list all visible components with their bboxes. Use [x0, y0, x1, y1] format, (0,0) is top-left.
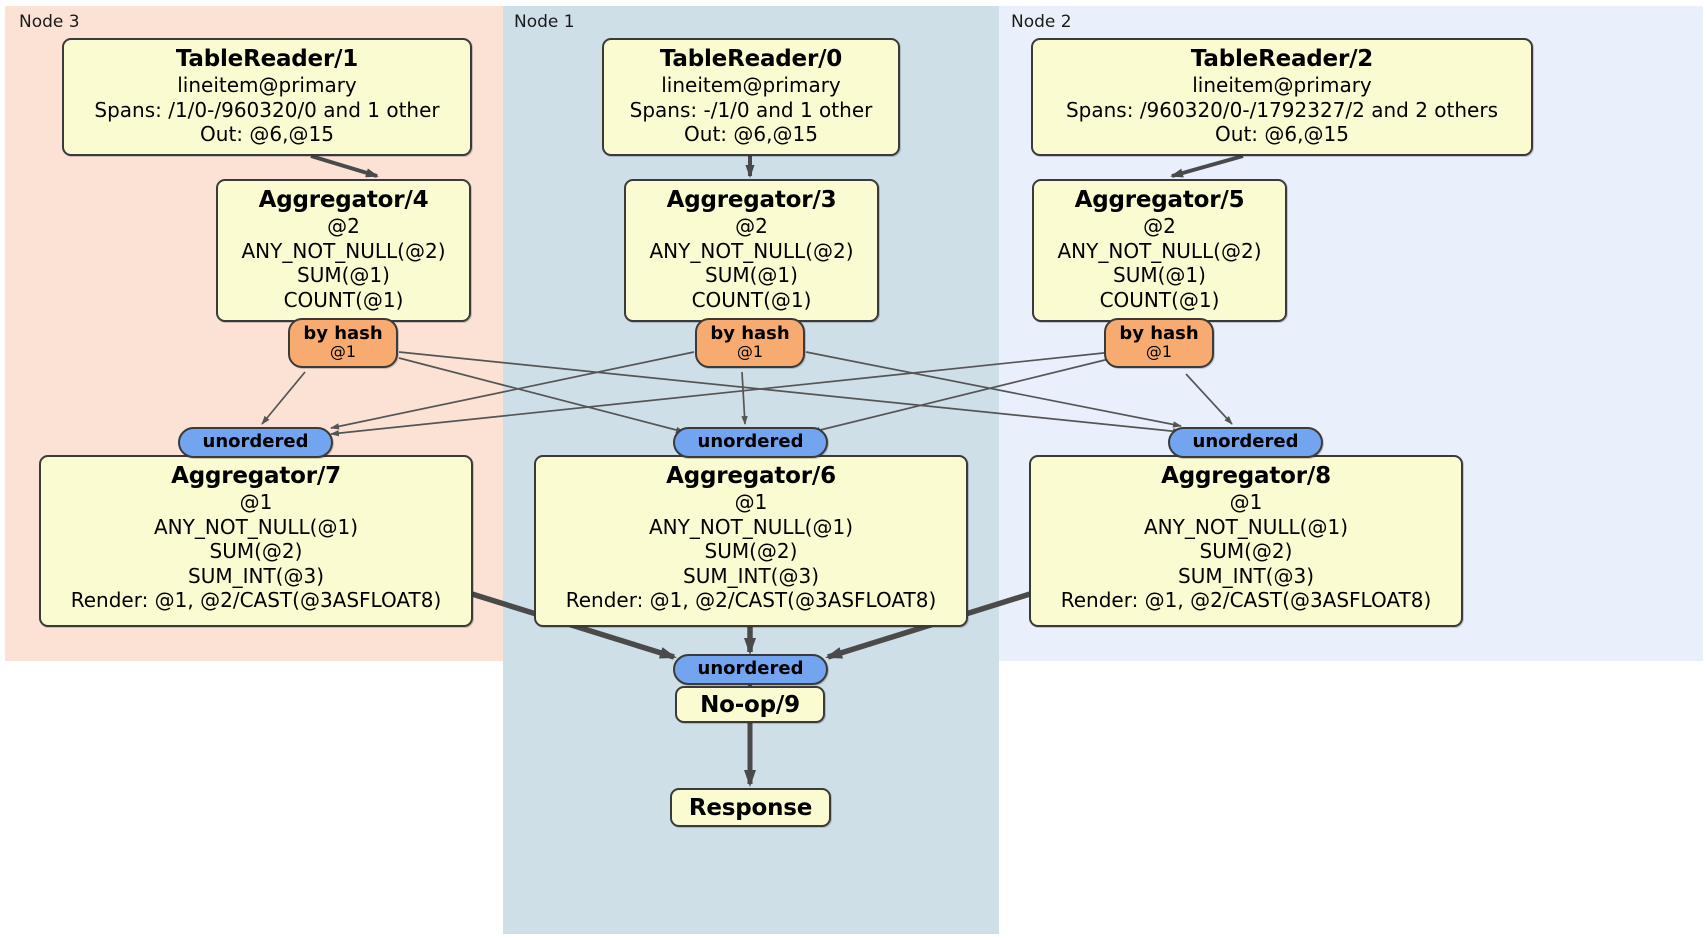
- processor-aggregator-4[interactable]: Aggregator/4 @2 ANY_NOT_NULL(@2) SUM(@1)…: [216, 179, 471, 322]
- region-node-3-label: Node 3: [19, 12, 80, 32]
- processor-title: Aggregator/7: [171, 463, 341, 489]
- router-label: by hash: [1119, 323, 1199, 345]
- processor-detail-line: COUNT(@1): [691, 287, 812, 312]
- processor-detail-line: @2: [327, 214, 360, 239]
- processor-detail-line: @1: [239, 490, 273, 515]
- processor-aggregator-7[interactable]: Aggregator/7 @1 ANY_NOT_NULL(@1) SUM(@2)…: [39, 455, 473, 627]
- router-column: @1: [329, 342, 357, 362]
- processor-detail-line: SUM(@2): [704, 539, 798, 564]
- processor-title: Aggregator/3: [666, 187, 837, 213]
- processor-title: TableReader/0: [659, 46, 843, 72]
- region-node-2-label: Node 2: [1011, 12, 1072, 32]
- synchronizer-unordered-final[interactable]: unordered: [673, 654, 828, 685]
- processor-detail-line: SUM_INT(@3): [188, 563, 324, 588]
- processor-detail-line: Out: @6,@15: [684, 122, 818, 147]
- synchronizer-label: unordered: [697, 658, 804, 680]
- processor-detail-line: ANY_NOT_NULL(@1): [1144, 514, 1348, 539]
- processor-detail-line: lineitem@primary: [177, 73, 357, 98]
- processor-title: Response: [688, 795, 813, 821]
- processor-detail-line: ANY_NOT_NULL(@2): [649, 238, 854, 263]
- processor-detail-line: SUM(@1): [297, 263, 390, 288]
- router-by-hash-aggregator-4[interactable]: by hash @1: [288, 318, 398, 368]
- processor-title: Aggregator/8: [1161, 463, 1331, 489]
- processor-table-reader-0[interactable]: TableReader/0 lineitem@primary Spans: -/…: [602, 38, 900, 156]
- processor-detail-line: Spans: -/1/0 and 1 other: [629, 97, 873, 122]
- synchronizer-unordered-aggregator-7[interactable]: unordered: [178, 427, 333, 458]
- synchronizer-unordered-aggregator-8[interactable]: unordered: [1168, 427, 1323, 458]
- processor-title: No-op/9: [700, 692, 800, 718]
- processor-title: TableReader/1: [175, 46, 359, 72]
- processor-title: Aggregator/4: [258, 187, 429, 213]
- router-label: by hash: [303, 323, 383, 345]
- processor-aggregator-6[interactable]: Aggregator/6 @1 ANY_NOT_NULL(@1) SUM(@2)…: [534, 455, 968, 627]
- processor-detail-line: Spans: /1/0-/960320/0 and 1 other: [94, 97, 440, 122]
- processor-noop-9[interactable]: No-op/9: [675, 686, 825, 723]
- processor-detail-line: COUNT(@1): [1099, 287, 1220, 312]
- processor-aggregator-5[interactable]: Aggregator/5 @2 ANY_NOT_NULL(@2) SUM(@1)…: [1032, 179, 1287, 322]
- processor-detail-line: ANY_NOT_NULL(@1): [154, 514, 358, 539]
- processor-aggregator-3[interactable]: Aggregator/3 @2 ANY_NOT_NULL(@2) SUM(@1)…: [624, 179, 879, 322]
- processor-aggregator-8[interactable]: Aggregator/8 @1 ANY_NOT_NULL(@1) SUM(@2)…: [1029, 455, 1463, 627]
- processor-detail-line: ANY_NOT_NULL(@2): [1057, 238, 1262, 263]
- synchronizer-label: unordered: [1192, 431, 1299, 453]
- router-column: @1: [1145, 342, 1173, 362]
- processor-detail-line: @2: [735, 214, 768, 239]
- processor-detail-line: SUM_INT(@3): [1178, 563, 1314, 588]
- processor-detail-line: @2: [1143, 214, 1176, 239]
- processor-detail-line: COUNT(@1): [283, 287, 404, 312]
- router-column: @1: [736, 342, 764, 362]
- processor-render-line: Render: @1, @2/CAST(@3ASFLOAT8): [70, 588, 442, 613]
- processor-table-reader-1[interactable]: TableReader/1 lineitem@primary Spans: /1…: [62, 38, 472, 156]
- processor-detail-line: ANY_NOT_NULL(@1): [649, 514, 853, 539]
- processor-detail-line: SUM(@1): [1113, 263, 1206, 288]
- processor-title: Aggregator/5: [1074, 187, 1245, 213]
- processor-detail-line: SUM(@1): [705, 263, 798, 288]
- processor-detail-line: SUM_INT(@3): [683, 563, 819, 588]
- router-by-hash-aggregator-3[interactable]: by hash @1: [695, 318, 805, 368]
- processor-title: TableReader/2: [1190, 46, 1374, 72]
- region-node-1-label: Node 1: [514, 12, 575, 32]
- processor-detail-line: lineitem@primary: [661, 73, 841, 98]
- synchronizer-label: unordered: [697, 431, 804, 453]
- processor-detail-line: Out: @6,@15: [1215, 122, 1349, 147]
- router-by-hash-aggregator-5[interactable]: by hash @1: [1104, 318, 1214, 368]
- processor-detail-line: lineitem@primary: [1192, 73, 1372, 98]
- processor-table-reader-2[interactable]: TableReader/2 lineitem@primary Spans: /9…: [1031, 38, 1533, 156]
- processor-detail-line: Out: @6,@15: [200, 122, 334, 147]
- processor-render-line: Render: @1, @2/CAST(@3ASFLOAT8): [565, 588, 937, 613]
- processor-response[interactable]: Response: [670, 788, 831, 827]
- processor-render-line: Render: @1, @2/CAST(@3ASFLOAT8): [1060, 588, 1432, 613]
- router-label: by hash: [710, 323, 790, 345]
- processor-detail-line: ANY_NOT_NULL(@2): [241, 238, 446, 263]
- synchronizer-unordered-aggregator-6[interactable]: unordered: [673, 427, 828, 458]
- processor-detail-line: @1: [734, 490, 768, 515]
- synchronizer-label: unordered: [202, 431, 309, 453]
- processor-title: Aggregator/6: [666, 463, 836, 489]
- processor-detail-line: Spans: /960320/0-/1792327/2 and 2 others: [1065, 97, 1498, 122]
- processor-detail-line: SUM(@2): [1199, 539, 1293, 564]
- processor-detail-line: @1: [1229, 490, 1263, 515]
- processor-detail-line: SUM(@2): [209, 539, 303, 564]
